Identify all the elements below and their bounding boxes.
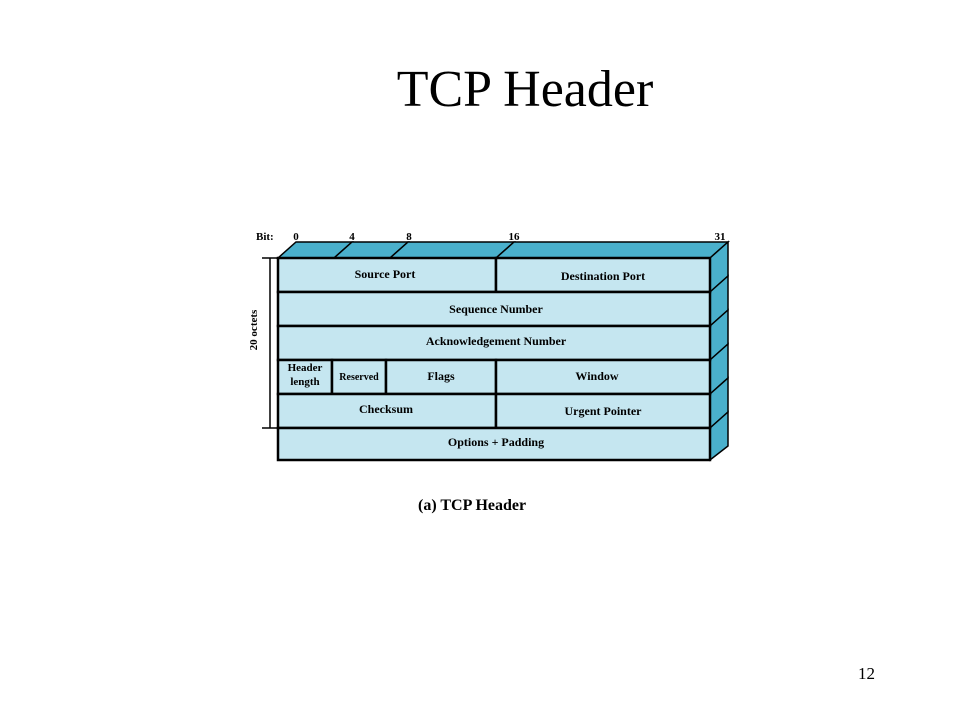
bit-label: Bit: — [256, 231, 274, 243]
bit-mark-31: 31 — [715, 231, 726, 243]
label-header-length-line1: Header — [288, 362, 323, 374]
bit-mark-16: 16 — [509, 231, 521, 243]
octets-bracket — [262, 257, 278, 429]
label-urgent-pointer: Urgent Pointer — [565, 404, 643, 418]
slide-title: TCP Header — [396, 61, 654, 118]
cell-acknowledgement-number — [276, 324, 712, 362]
label-window: Window — [575, 369, 618, 383]
front-cells — [276, 256, 712, 462]
bit-mark-4: 4 — [349, 231, 355, 243]
top-3d-faces — [276, 241, 730, 259]
label-checksum: Checksum — [359, 402, 413, 416]
label-sequence-number: Sequence Number — [449, 302, 543, 316]
right-3d-faces — [709, 240, 729, 462]
cell-destination-port — [494, 256, 712, 294]
cell-window — [494, 358, 712, 396]
top-face-16-31 — [494, 241, 730, 259]
label-source-port: Source Port — [355, 267, 416, 281]
label-flags: Flags — [427, 369, 455, 383]
cell-flags — [384, 358, 498, 396]
cell-urgent-pointer — [494, 392, 712, 430]
cell-sequence-number — [276, 290, 712, 328]
bit-mark-0: 0 — [293, 231, 299, 243]
cell-source-port — [276, 256, 498, 294]
label-destination-port: Destination Port — [561, 269, 645, 283]
diagram-caption: (a) TCP Header — [418, 497, 527, 514]
label-options-padding: Options + Padding — [448, 435, 544, 449]
octets-label: 20 octets — [248, 309, 260, 350]
bit-mark-8: 8 — [406, 231, 412, 243]
top-face-8-16 — [388, 241, 516, 259]
label-header-length-line2: length — [290, 376, 319, 388]
page-number: 12 — [858, 664, 875, 683]
label-reserved: Reserved — [339, 372, 379, 383]
label-acknowledgement-number: Acknowledgement Number — [426, 334, 567, 348]
cell-options-padding — [276, 426, 712, 462]
